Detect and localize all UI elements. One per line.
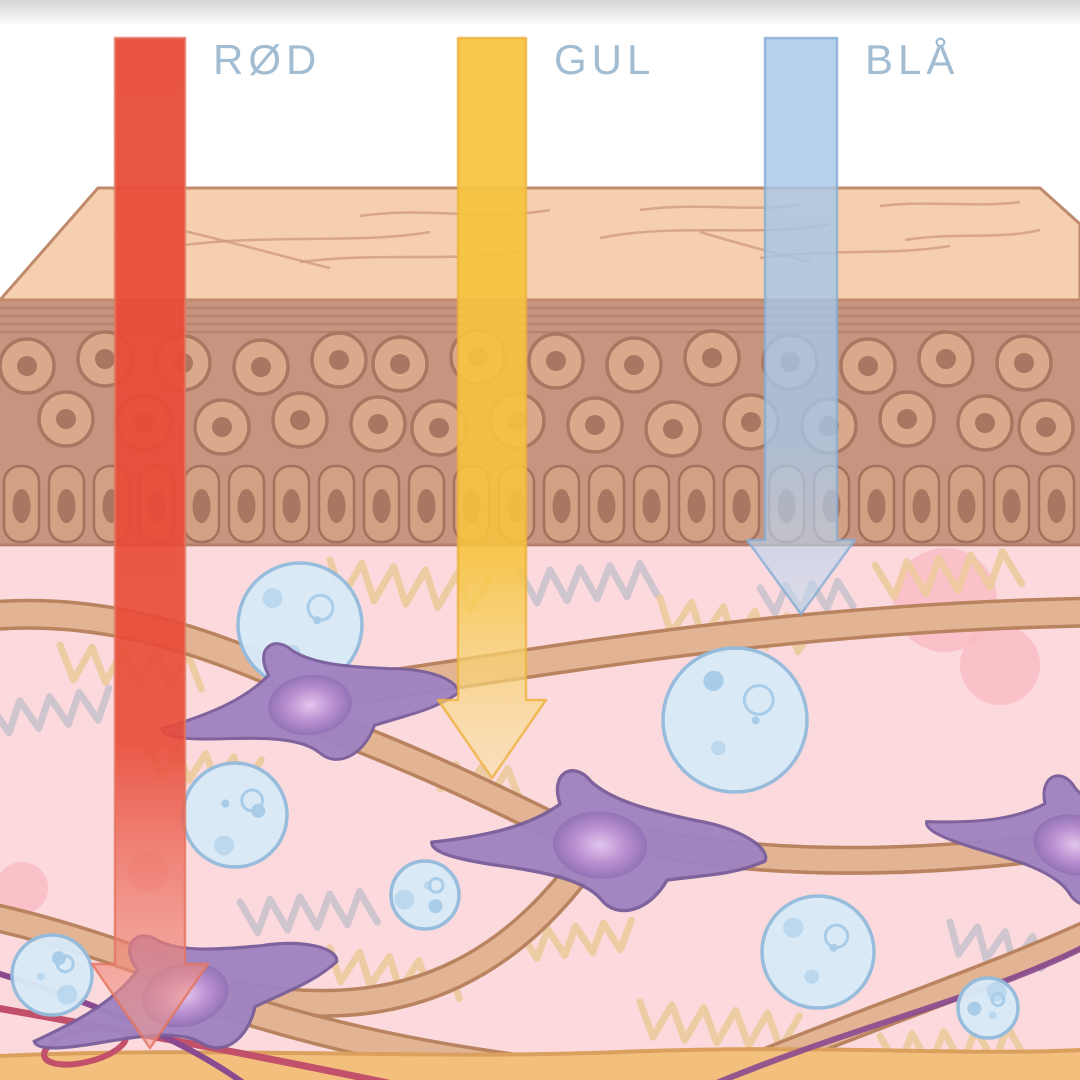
light-arrows: RØD GUL BLÅ [90,36,959,1050]
fibroblast-cell [925,774,1080,908]
subcutis-band-edge [0,1047,1080,1058]
red-light-arrow [90,36,210,1050]
blue-light-label: BLÅ [865,36,959,83]
blue-light-arrow [745,36,857,616]
fibroblast-cell [430,769,768,913]
red-light-label: RØD [213,36,321,83]
yellow-light-label: GUL [554,36,655,83]
granule-cells [10,561,1020,1040]
top-shade [0,0,1080,26]
yellow-light-arrow [436,36,548,780]
